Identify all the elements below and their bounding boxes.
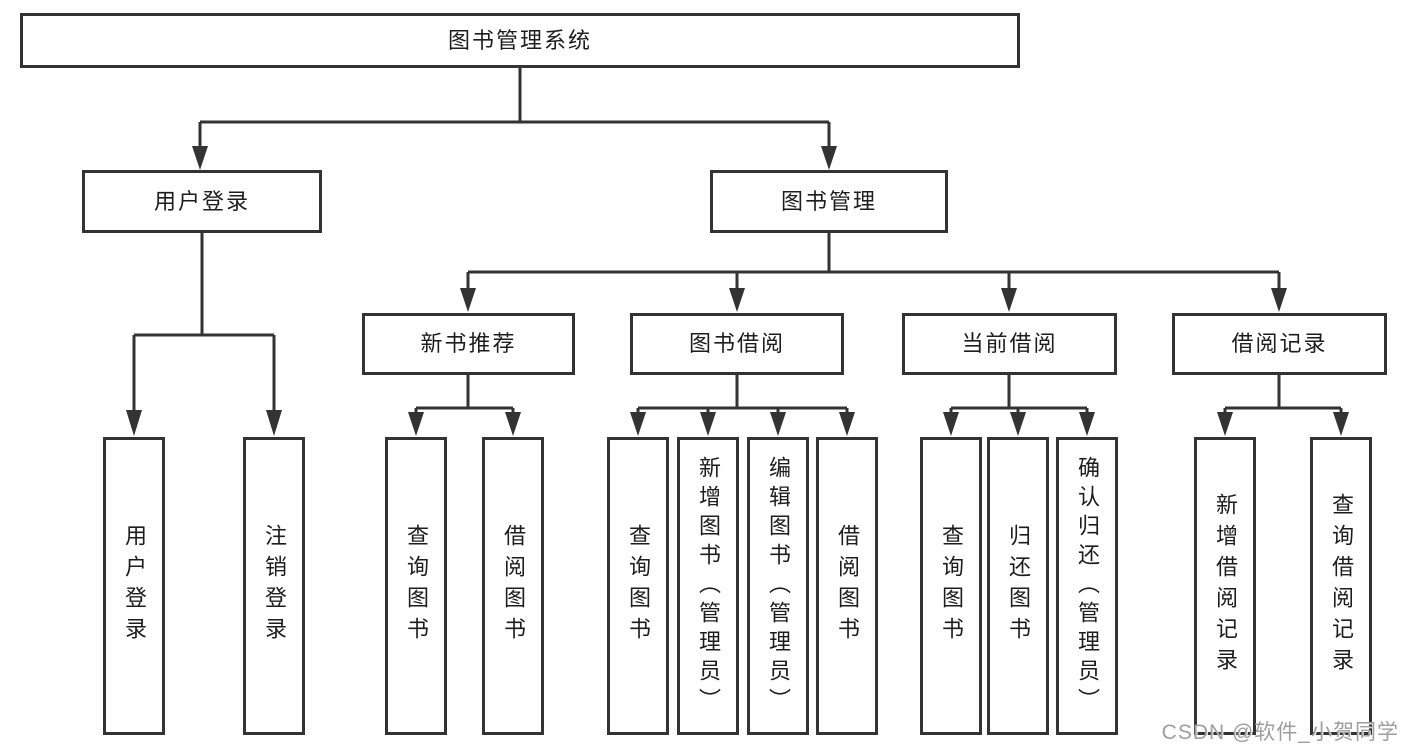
node-user-login: 用户登录 — [82, 170, 322, 233]
node-book-borrowing: 图书借阅 — [630, 313, 844, 375]
leaf-edit-book-admin: 编辑图书（管理员） — [747, 437, 809, 735]
leaf-return-books: 归还图书 — [987, 437, 1049, 735]
watermark: CSDN @软件_小贺同学 — [1161, 721, 1399, 744]
leaf-add-book-admin: 新增图书（管理员） — [677, 437, 739, 735]
node-borrowing-records: 借阅记录 — [1172, 313, 1387, 375]
node-book-management: 图书管理 — [710, 170, 948, 233]
arrowhead-icons — [126, 146, 1349, 436]
node-library-management-system: 图书管理系统 — [20, 13, 1020, 68]
leaf-query-books-current: 查询图书 — [920, 437, 982, 735]
leaf-borrow-books-recommend: 借阅图书 — [482, 437, 544, 735]
leaf-query-books-recommend: 查询图书 — [385, 437, 447, 735]
leaf-borrow-books-borrowing: 借阅图书 — [816, 437, 878, 735]
leaf-query-books-borrowing: 查询图书 — [607, 437, 669, 735]
node-new-book-recommend: 新书推荐 — [362, 313, 575, 375]
leaf-query-borrow-record: 查询借阅记录 — [1310, 437, 1372, 735]
leaf-logout: 注销登录 — [243, 437, 305, 735]
leaf-add-borrow-record: 新增借阅记录 — [1194, 437, 1256, 735]
node-current-borrowing: 当前借阅 — [902, 313, 1117, 375]
leaf-confirm-return-admin: 确认归还（管理员） — [1056, 437, 1118, 735]
leaf-user-login: 用户登录 — [103, 437, 165, 735]
